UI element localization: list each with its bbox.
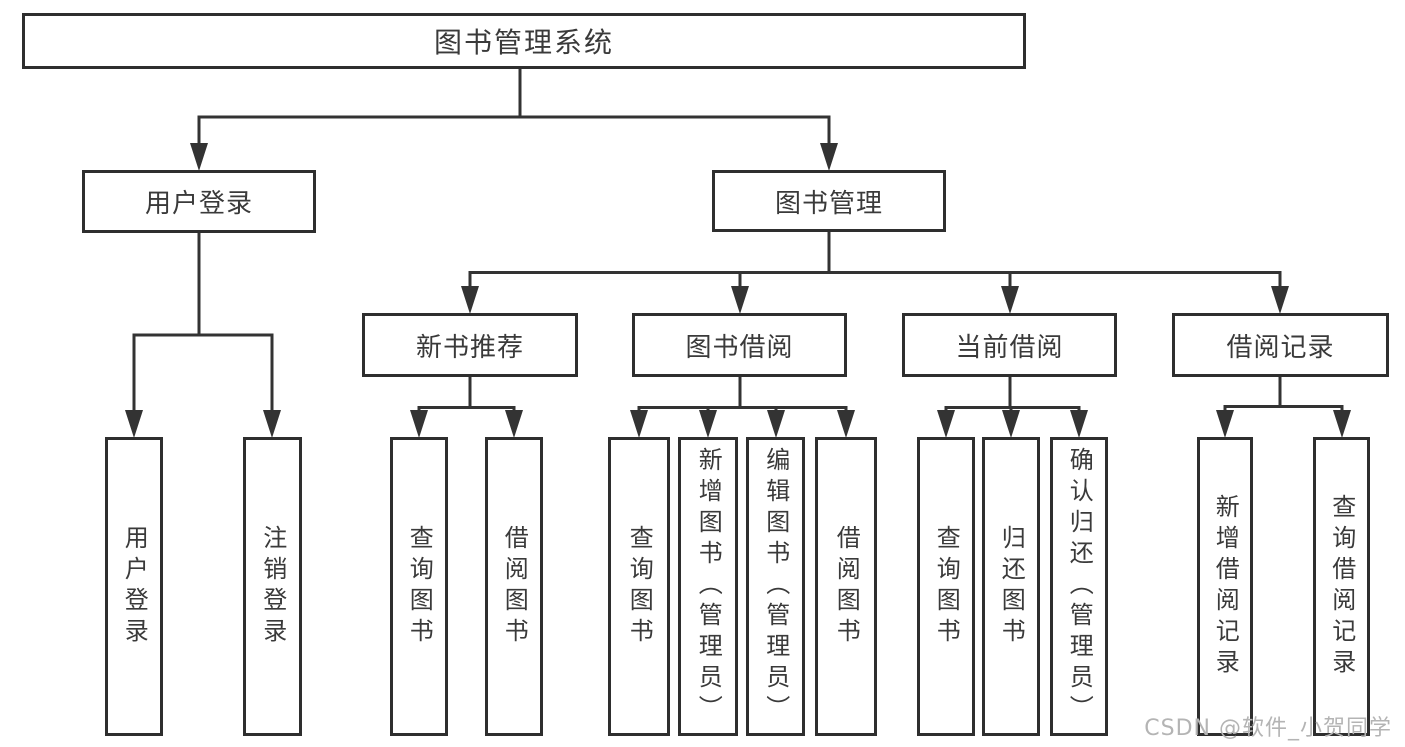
leaf-borrow-books: 借阅图书 [815, 437, 877, 736]
node-current-borrowing: 当前借阅 [902, 313, 1117, 377]
node-label: 新书推荐 [415, 332, 524, 363]
node-new-book-recommendation: 新书推荐 [362, 313, 578, 377]
leaf-search-borrow-record: 查询借阅记录 [1313, 437, 1370, 736]
node-label: 图书借阅 [685, 332, 794, 363]
leaf-label: 查询图书 [932, 524, 961, 649]
leaf-label: 新增图书（管理员） [694, 447, 723, 726]
node-borrowing-records: 借阅记录 [1172, 313, 1389, 377]
leaf-add-borrow-record: 新增借阅记录 [1197, 437, 1253, 736]
node-library-management-system: 图书管理系统 [22, 13, 1026, 69]
leaf-label: 用户登录 [120, 524, 149, 649]
node-label: 借阅记录 [1226, 332, 1335, 363]
node-label: 用户登录 [144, 189, 253, 219]
leaf-search-books: 查询图书 [917, 437, 975, 736]
leaf-user-login: 用户登录 [105, 437, 163, 736]
leaf-label: 查询图书 [625, 524, 654, 649]
leaf-label: 借阅图书 [500, 524, 529, 649]
leaf-add-books-admin: 新增图书（管理员） [678, 437, 738, 736]
leaf-label: 归还图书 [997, 524, 1026, 649]
leaf-label: 确认归还（管理员） [1065, 447, 1094, 726]
watermark: CSDN @软件_小贺同学 [1144, 710, 1392, 742]
leaf-edit-books-admin: 编辑图书（管理员） [746, 437, 805, 736]
leaf-search-books: 查询图书 [390, 437, 448, 736]
leaf-label: 查询图书 [405, 524, 434, 649]
node-user-login: 用户登录 [82, 170, 316, 233]
node-book-borrowing: 图书借阅 [632, 313, 847, 377]
leaf-label: 借阅图书 [832, 524, 861, 649]
leaf-label: 注销登录 [258, 524, 287, 649]
watermark-text: CSDN @软件_小贺同学 [1144, 716, 1392, 741]
leaf-return-books: 归还图书 [982, 437, 1040, 736]
leaf-logout: 注销登录 [243, 437, 302, 736]
leaf-label: 查询借阅记录 [1327, 493, 1356, 680]
node-label: 图书管理系统 [433, 26, 614, 59]
leaf-label: 新增借阅记录 [1211, 493, 1240, 680]
node-book-management: 图书管理 [712, 170, 946, 232]
leaf-borrow-books: 借阅图书 [485, 437, 543, 736]
leaf-search-books: 查询图书 [608, 437, 670, 736]
node-label: 当前借阅 [955, 332, 1064, 363]
leaf-label: 编辑图书（管理员） [761, 447, 790, 726]
leaf-confirm-return-admin: 确认归还（管理员） [1050, 437, 1108, 736]
node-label: 图书管理 [774, 188, 883, 219]
